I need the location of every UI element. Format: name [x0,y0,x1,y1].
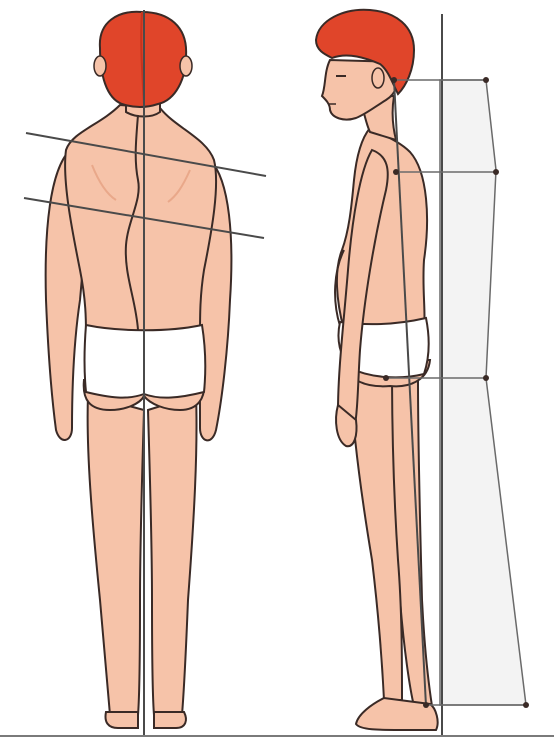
side-view-marker-point-shoulder-outer [493,169,499,175]
side-view-marker-point-head-inner [391,77,397,83]
back-view-left-leg [88,395,144,715]
back-view-right-ear [180,56,192,76]
back-view-figure [46,12,232,728]
back-view-left-foot [106,712,139,728]
back-view-torso [65,105,216,335]
side-view-figure [316,10,438,730]
side-view-marker-point-head-outer [483,77,489,83]
side-view-marker-point-shoulder-inner [393,169,399,175]
side-view-marker-point-hip-outer [483,375,489,381]
side-view-marker-point-hip-inner [383,375,389,381]
side-view-marker-point-foot-outer [523,702,529,708]
back-view-right-foot [154,712,186,728]
side-view-ear [372,68,384,88]
side-view-marker-point-foot-inner [423,702,429,708]
back-view-left-ear [94,56,106,76]
side-view-wall-panel [440,80,526,705]
back-view-right-leg [148,395,197,715]
